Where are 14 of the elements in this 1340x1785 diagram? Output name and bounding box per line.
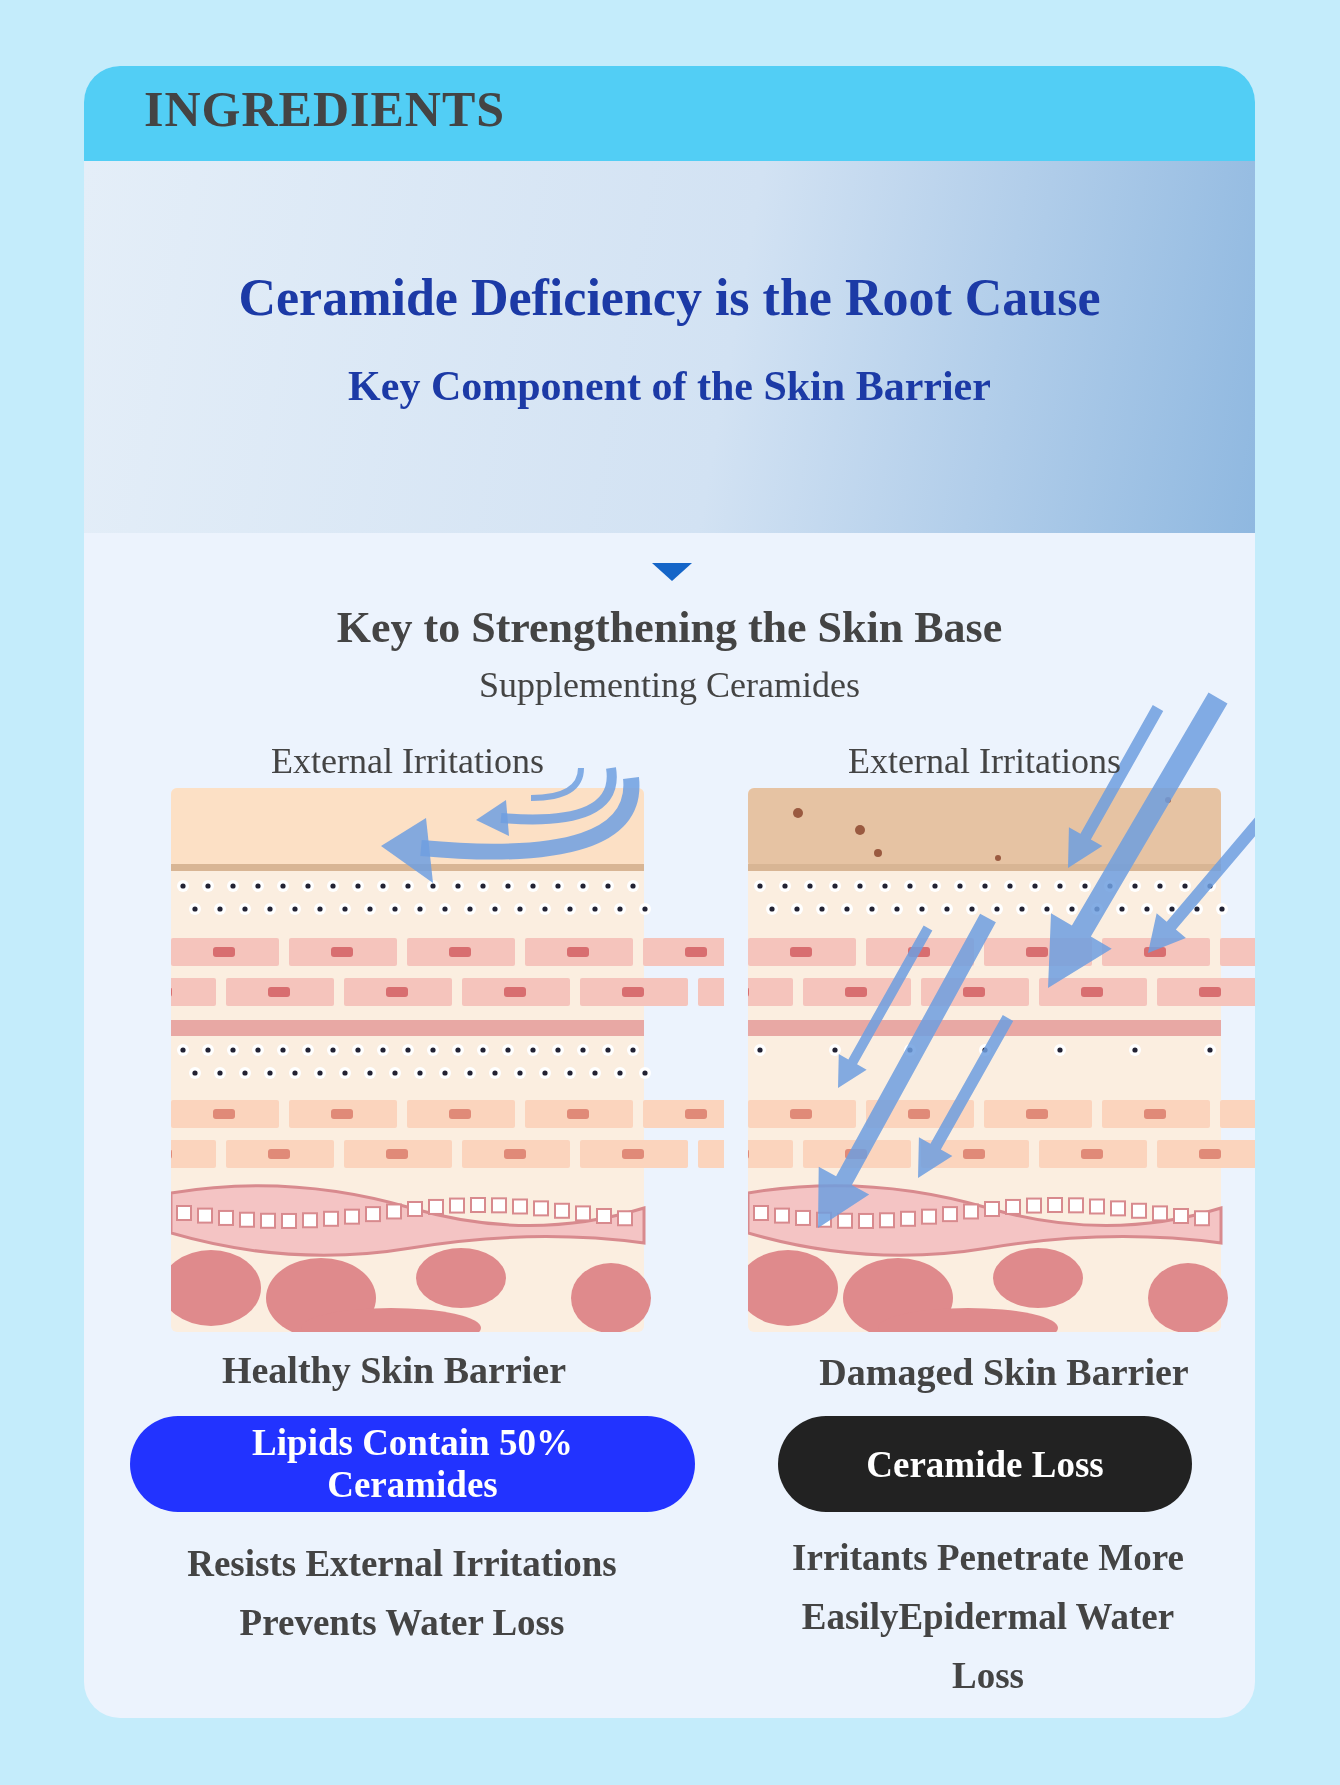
- section-subheading: Supplementing Ceramides: [478, 664, 861, 706]
- benefit-text: Resists External Irritations: [186, 1542, 618, 1585]
- subheadline: Key Component of the Skin Barrier: [347, 362, 992, 410]
- pill-badge: Ceramide Loss: [778, 1416, 1192, 1512]
- pill-badge: Lipids Contain 50% Ceramides: [130, 1416, 695, 1512]
- caption: Healthy Skin Barrier: [220, 1348, 568, 1392]
- effect-text: Irritants Penetrate More EasilyEpidermal Water Loss: [791, 1536, 1185, 1698]
- section-title: INGREDIENTS: [144, 80, 506, 138]
- headline: Ceramide Deficiency is the Root Cause: [237, 268, 1102, 327]
- benefit-text: Prevents Water Loss: [238, 1601, 566, 1644]
- section-heading: Key to Strengthening the Skin Base: [335, 602, 1004, 653]
- caption: External Irritations: [847, 740, 1122, 782]
- caption: External Irritations: [270, 740, 545, 782]
- caption: Damaged Skin Barrier: [818, 1350, 1190, 1394]
